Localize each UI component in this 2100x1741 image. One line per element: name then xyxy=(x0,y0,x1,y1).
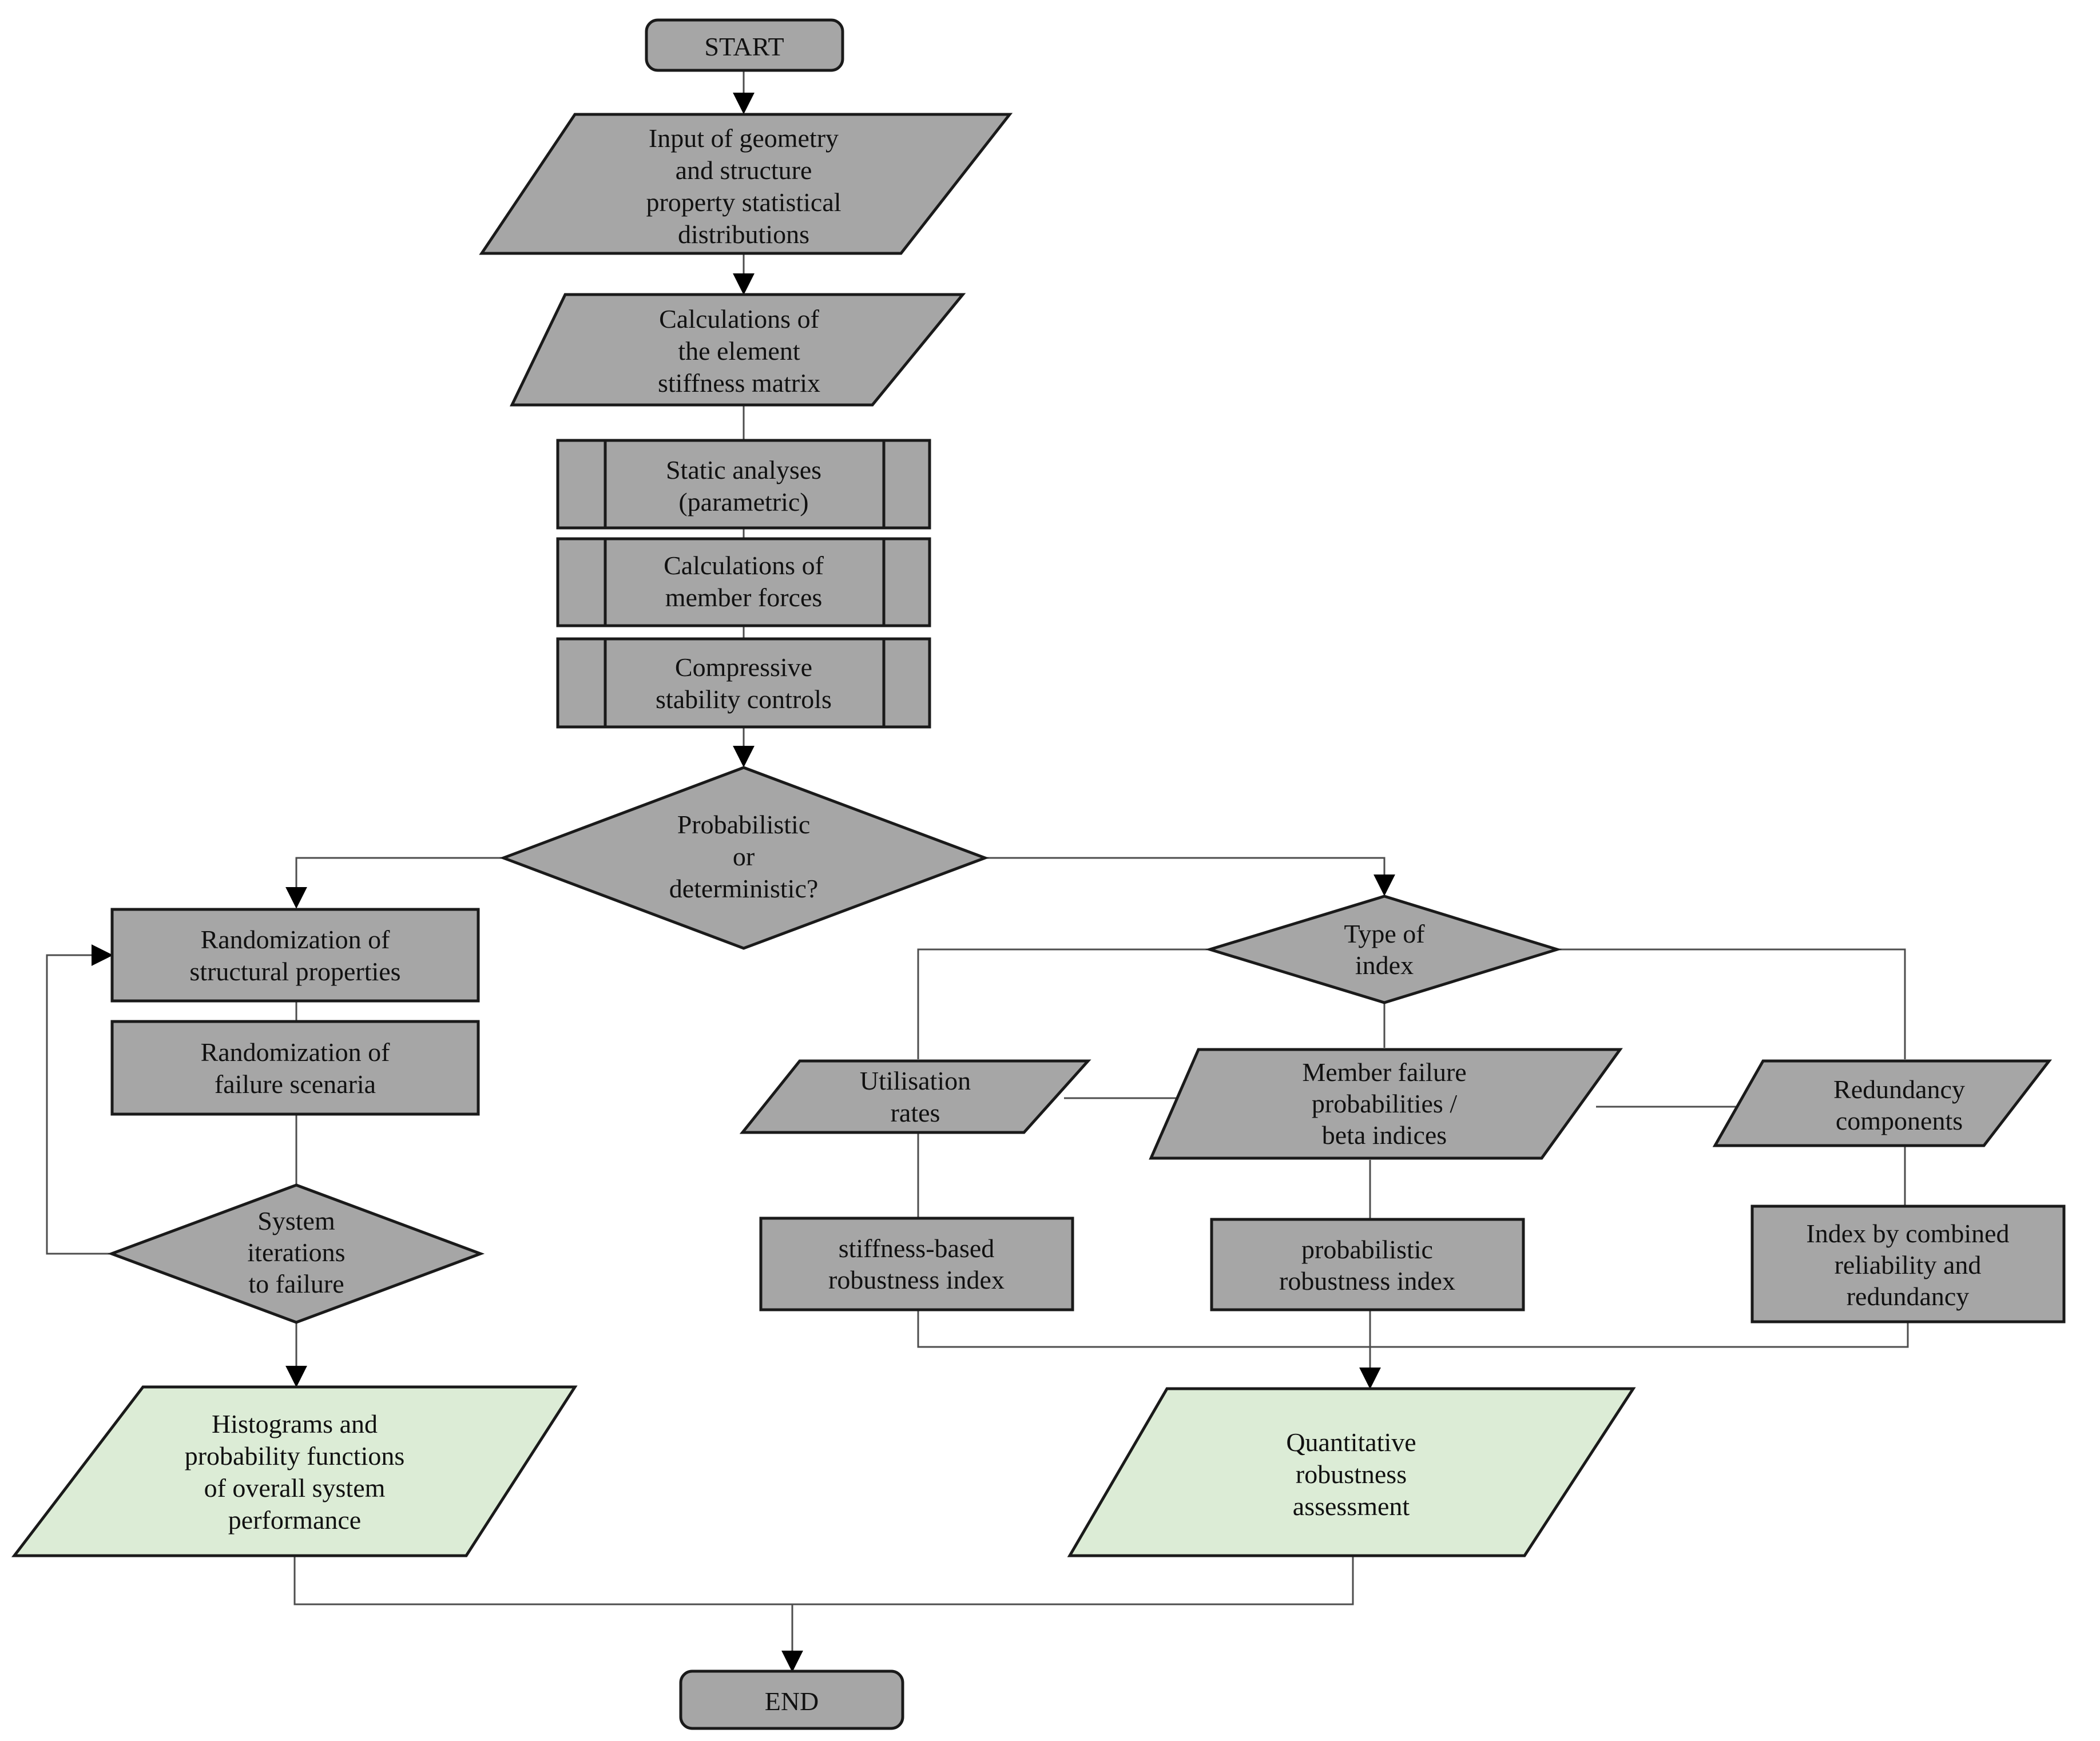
edge-type-utilisation xyxy=(917,948,1210,1059)
utilisation-line-2: rates xyxy=(891,1098,940,1127)
edge-decision-left xyxy=(285,857,503,909)
member-line-3: beta indices xyxy=(1322,1120,1447,1150)
decision-node: Probabilistic or deterministic? xyxy=(499,766,990,950)
decision-line-3: deterministic? xyxy=(669,874,819,903)
combined-line-3: redundancy xyxy=(1847,1282,1970,1311)
member-forces-node: Calculations of member forces xyxy=(556,537,931,627)
member-line-1: Member failure xyxy=(1302,1058,1466,1087)
input-line-3: property statistical xyxy=(646,188,841,217)
edge-system-loopback xyxy=(46,944,113,1255)
type-index-line-2: index xyxy=(1355,951,1414,980)
stiffness-index-node: stiffness-based robustness index xyxy=(759,1217,1074,1311)
static-line-1: Static analyses xyxy=(666,455,821,484)
rand-struct-line-2: structural properties xyxy=(189,957,400,986)
prob-index-line-1: probabilistic xyxy=(1301,1235,1433,1264)
end-terminal: END xyxy=(679,1670,904,1730)
stiffness-index-line-2: robustness index xyxy=(828,1265,1005,1294)
compressive-line-1: Compressive xyxy=(675,653,812,682)
quantitative-line-2: robustness xyxy=(1296,1460,1407,1489)
combined-line-1: Index by combined xyxy=(1806,1219,2009,1248)
histograms-line-2: probability functions xyxy=(185,1441,405,1470)
stiffness-index-line-1: stiffness-based xyxy=(839,1234,995,1263)
input-geometry-node: Input of geometry and structure property… xyxy=(479,113,1013,255)
connectors xyxy=(46,71,1909,1672)
stiffness-calc-line-2: the element xyxy=(678,336,800,365)
histograms-line-3: of overall system xyxy=(204,1473,386,1502)
member-line-2: probabilities / xyxy=(1312,1089,1457,1118)
compressive-node: Compressive stability controls xyxy=(556,637,931,729)
prob-index-line-2: robustness index xyxy=(1279,1266,1455,1295)
edge-combined-quant xyxy=(1370,1323,1909,1348)
stiffness-calc-line-3: stiffness matrix xyxy=(658,368,820,398)
input-line-2: and structure xyxy=(676,156,812,185)
system-line-1: System xyxy=(257,1206,335,1235)
rand-struct-node: Randomization of structural properties xyxy=(110,908,480,1003)
histograms-line-1: Histograms and xyxy=(212,1409,378,1438)
forces-line-2: member forces xyxy=(665,583,823,612)
system-line-2: iterations xyxy=(247,1238,345,1267)
redundancy-line-2: components xyxy=(1836,1106,1963,1135)
static-line-2: (parametric) xyxy=(678,487,808,516)
combined-index-node: Index by combined reliability and redund… xyxy=(1750,1205,2066,1323)
rand-fail-line-1: Randomization of xyxy=(201,1038,391,1067)
utilisation-line-1: Utilisation xyxy=(860,1066,971,1095)
utilisation-node: Utilisation rates xyxy=(739,1059,1091,1134)
input-line-1: Input of geometry xyxy=(649,124,839,153)
stiffness-calc-line-1: Calculations of xyxy=(659,304,819,333)
static-analyses-node: Static analyses (parametric) xyxy=(556,439,931,530)
quantitative-node: Quantitative robustness assessment xyxy=(1067,1387,1636,1557)
forces-line-1: Calculations of xyxy=(664,551,824,580)
end-label: END xyxy=(765,1687,819,1716)
histograms-line-4: performance xyxy=(228,1505,361,1535)
decision-line-1: Probabilistic xyxy=(677,810,811,839)
start-terminal: START xyxy=(645,18,844,72)
prob-index-node: probabilistic robustness index xyxy=(1210,1218,1525,1311)
rand-fail-node: Randomization of failure scenaria xyxy=(110,1020,480,1116)
system-iterations-node: System iterations to failure xyxy=(107,1183,485,1324)
stiffness-calc-node: Calculations of the element stiffness ma… xyxy=(510,293,966,407)
compressive-line-2: stability controls xyxy=(656,685,832,714)
quantitative-line-3: assessment xyxy=(1293,1492,1410,1521)
combined-line-2: reliability and xyxy=(1835,1250,1982,1279)
histograms-node: Histograms and probability functions of … xyxy=(11,1385,578,1557)
input-line-4: distributions xyxy=(678,220,809,249)
redundancy-node: Redundancy components xyxy=(1712,1059,2053,1147)
quantitative-line-1: Quantitative xyxy=(1286,1428,1416,1457)
type-index-line-1: Type of xyxy=(1344,919,1425,948)
decision-line-2: or xyxy=(733,842,755,871)
redundancy-line-1: Redundancy xyxy=(1833,1075,1965,1104)
system-line-3: to failure xyxy=(248,1269,344,1298)
rand-struct-line-1: Randomization of xyxy=(201,925,391,954)
rand-fail-line-2: failure scenaria xyxy=(215,1070,376,1099)
edge-decision-right xyxy=(985,857,1395,896)
edge-stiffidx-quant xyxy=(917,1311,1370,1348)
type-of-index-node: Type of index xyxy=(1205,895,1562,1004)
edge-type-redundancy xyxy=(1557,948,1906,1059)
start-label: START xyxy=(704,32,784,61)
edge-histograms-end xyxy=(293,1557,1354,1605)
member-failure-node: Member failure probabilities / beta indi… xyxy=(1149,1048,1623,1160)
